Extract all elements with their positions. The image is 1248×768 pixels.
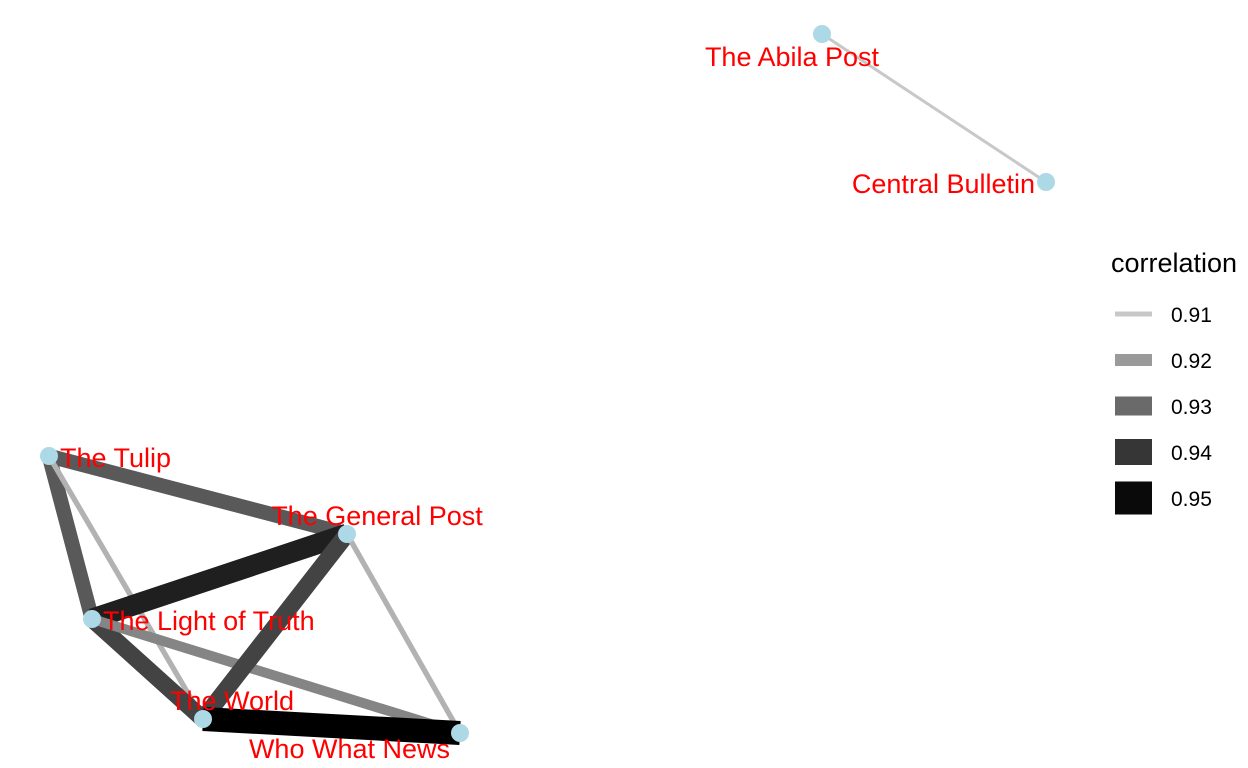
- legend-label-3: 0.94: [1171, 442, 1212, 465]
- edge-light-whowhat: [90, 614, 462, 738]
- edge-abila-central: [821, 32, 1047, 184]
- legend-label-0: 0.91: [1171, 304, 1212, 327]
- node-whowhat: [451, 724, 469, 742]
- node-world: [194, 710, 212, 728]
- edge-world-whowhat: [202, 707, 461, 745]
- node-light: [83, 610, 101, 628]
- legend-key-2: [1115, 396, 1152, 416]
- node-label-tulip: The Tulip: [60, 443, 171, 473]
- legend-title: correlation: [1111, 248, 1237, 278]
- edges-layer: [41, 32, 1047, 745]
- edge-light-general: [88, 524, 351, 629]
- node-abila: [813, 25, 831, 43]
- node-central: [1037, 173, 1055, 191]
- edge-tulip-general: [47, 448, 349, 542]
- legend-label-2: 0.93: [1171, 396, 1212, 419]
- edge-tulip-world: [46, 454, 206, 721]
- node-general: [338, 525, 356, 543]
- edge-tulip-light: [41, 454, 100, 621]
- nodes-layer: [40, 25, 1055, 742]
- legend-label-4: 0.95: [1171, 488, 1212, 511]
- node-label-light: The Light of Truth: [103, 606, 315, 636]
- node-label-central: Central Bulletin: [852, 169, 1035, 199]
- node-label-world: The World: [170, 686, 294, 716]
- node-label-whowhat: Who What News: [249, 734, 450, 764]
- legend-label-1: 0.92: [1171, 350, 1212, 373]
- node-label-general: The General Post: [271, 501, 483, 531]
- legend-entries: 0.91 0.92 0.93 0.94 0.95: [1115, 304, 1212, 515]
- edge-light-world: [86, 612, 209, 726]
- legend-key-0: [1115, 311, 1152, 317]
- legend-key-1: [1115, 354, 1152, 366]
- node-label-abila: The Abila Post: [705, 42, 880, 72]
- edge-general-world: [196, 528, 354, 725]
- legend: correlation 0.91 0.92 0.93 0.94 0.95: [1111, 248, 1237, 515]
- edge-general-whowhat: [344, 532, 463, 735]
- legend-key-3: [1115, 439, 1152, 465]
- legend-key-4: [1115, 481, 1152, 515]
- node-tulip: [40, 447, 58, 465]
